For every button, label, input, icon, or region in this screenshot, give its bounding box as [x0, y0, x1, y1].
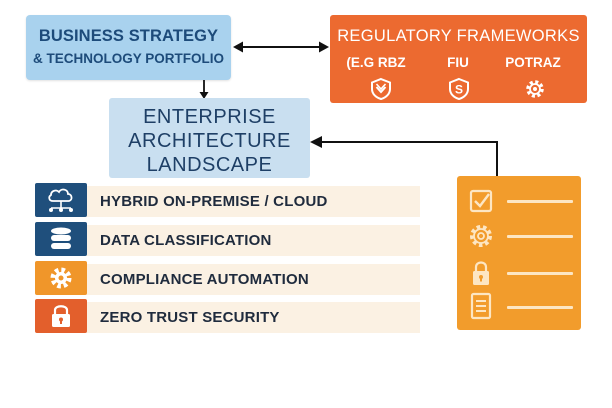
- regulatory-frameworks-box: REGULATORY FRAMEWORKS (E.G RBZ FIU POTRA…: [330, 15, 587, 103]
- business-strategy-box: BUSINESS STRATEGY & TECHNOLOGY PORTFOLIO: [26, 15, 231, 80]
- technology-portfolio-subtitle: & TECHNOLOGY PORTFOLIO: [32, 51, 224, 66]
- enterprise-architecture-line1: ENTERPRISE: [143, 106, 276, 128]
- document-icon: [470, 292, 492, 320]
- gear-icon: [526, 80, 544, 98]
- regulator-fiu-label: FIU: [447, 55, 469, 70]
- capability-label-zero-trust: ZERO TRUST SECURITY: [100, 309, 280, 326]
- lock-icon: [35, 299, 87, 333]
- regulator-rbz-label: (E.G RBZ: [346, 55, 406, 70]
- capability-row-compliance: [82, 264, 420, 295]
- gear-icon: [35, 261, 87, 295]
- checklist-line: [507, 306, 573, 309]
- svg-text:S: S: [455, 83, 463, 97]
- database-icon: [35, 222, 87, 256]
- shield-s-icon: S: [449, 77, 469, 101]
- governance-checklist-panel: [457, 176, 581, 330]
- lock-icon: [473, 261, 489, 285]
- feedback-arrow: [310, 136, 498, 177]
- capability-label-compliance: COMPLIANCE AUTOMATION: [100, 271, 309, 288]
- enterprise-architecture-line3: LANDSCAPE: [146, 154, 273, 176]
- down-arrow: [199, 80, 209, 99]
- checklist-line: [507, 200, 573, 203]
- capability-label-hybrid: HYBRID ON-PREMISE / CLOUD: [100, 193, 328, 210]
- enterprise-architecture-line2: ARCHITECTURE: [128, 130, 291, 152]
- capability-row-hybrid: [82, 186, 420, 217]
- gear-icon: [470, 225, 492, 247]
- bidirectional-arrow: [233, 41, 329, 53]
- enterprise-architecture-box: ENTERPRISE ARCHITECTURE LANDSCAPE: [109, 98, 310, 178]
- checklist-line: [507, 235, 573, 238]
- capability-row-data: [82, 225, 420, 256]
- cloud-network-icon: [35, 183, 87, 217]
- business-strategy-title: BUSINESS STRATEGY: [38, 27, 219, 45]
- checklist-line: [507, 272, 573, 275]
- checkbox-icon: [469, 189, 493, 213]
- regulator-potraz-label: POTRAZ: [505, 55, 561, 70]
- capability-label-data: DATA CLASSIFICATION: [100, 232, 272, 249]
- regulatory-frameworks-title: REGULATORY FRAMEWORKS: [337, 27, 580, 45]
- capability-row-zero-trust: [82, 302, 420, 333]
- shield-icon: [371, 77, 391, 101]
